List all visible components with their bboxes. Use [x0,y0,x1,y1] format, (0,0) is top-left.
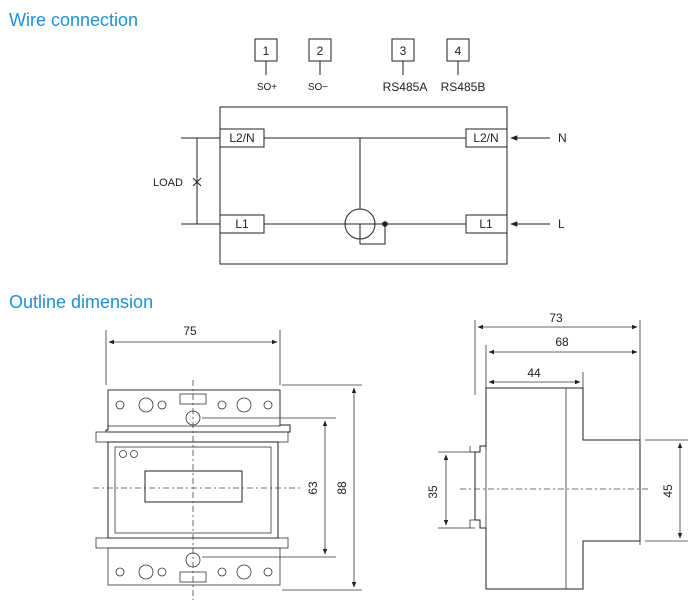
svg-text:L2/N: L2/N [229,131,254,145]
lcd-window [144,470,243,503]
right-top-terminal: L2/N [465,128,508,148]
terminal-block-3: 3 RS485A [383,38,428,94]
svg-text:L1: L1 [479,217,493,231]
junction-dot [382,221,388,227]
dim-front-width: 75 [183,324,197,338]
dim-side-short: 44 [527,366,541,380]
terminal-number: 1 [263,44,270,58]
terminal-label: SO− [308,82,328,93]
dim-front-height: 88 [335,481,349,495]
right-bottom-terminal: L1 [465,214,508,234]
load-wiring: LOAD [153,137,220,225]
dim-front-inner: 63 [306,481,320,495]
dim-side-right-height: 45 [661,484,675,498]
svg-text:N: N [558,131,567,145]
outline-dimension-title: Outline dimension [9,292,154,312]
terminal-label: RS485B [441,80,486,94]
left-bottom-terminal: L1 [219,214,265,234]
terminal-block-4: 4 RS485B [441,38,486,94]
svg-text:L1: L1 [235,217,249,231]
wire-connection-title: Wire connection [9,10,139,30]
svg-text:L2/N: L2/N [473,131,498,145]
svg-text:L: L [558,217,565,231]
left-top-terminal: L2/N [219,128,265,148]
dim-side-mid: 68 [555,335,569,349]
front-view: 75 63 [93,324,362,600]
n-input: N [510,131,567,145]
terminal-number: 4 [455,44,462,58]
terminal-number: 3 [400,44,407,58]
l-input: L [510,217,565,231]
terminal-number: 2 [317,44,324,58]
terminal-block-1: 1 SO+ [254,38,278,93]
terminal-label: SO+ [257,82,277,93]
dim-side-total: 73 [549,311,563,325]
dim-side-left-height: 35 [426,485,440,499]
terminal-block-2: 2 SO− [308,38,332,93]
side-view: 73 68 44 35 45 [426,311,688,590]
load-label: LOAD [153,177,183,189]
internal-wiring [264,137,466,245]
meter-box [219,106,508,265]
terminal-label: RS485A [383,80,428,94]
